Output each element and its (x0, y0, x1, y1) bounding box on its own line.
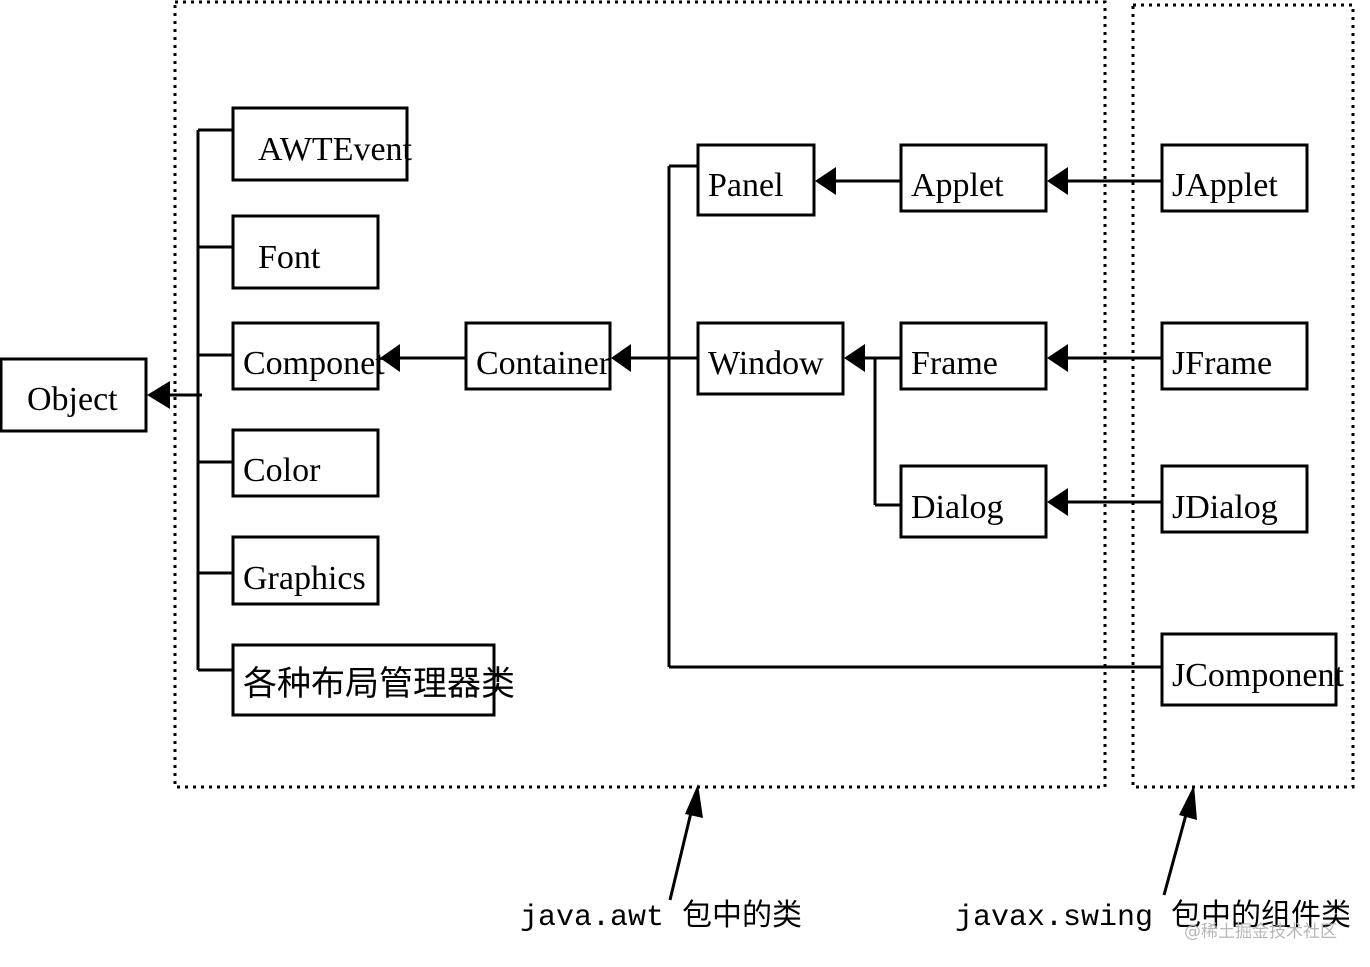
arrow-head-to-panel (815, 167, 836, 195)
node-color-label: Color (243, 452, 321, 489)
node-componet: Componet (231, 321, 385, 391)
swing-package-region (1131, 3, 1355, 789)
node-awtevent-label: AWTEvent (258, 131, 413, 168)
node-graphics-label: Graphics (243, 560, 366, 597)
arrow-head-to-frame (1047, 344, 1068, 372)
node-layout-managers: 各种布局管理器类 (231, 643, 515, 717)
node-awtevent: AWTEvent (231, 106, 413, 182)
node-jframe: JFrame (1160, 321, 1309, 391)
node-frame: Frame (899, 321, 1048, 391)
arrow-head-to-container (611, 344, 631, 372)
node-japplet-label: JApplet (1172, 167, 1278, 204)
node-graphics: Graphics (231, 535, 380, 606)
node-panel: Panel (696, 143, 816, 217)
node-container: Container (464, 321, 612, 391)
node-object-label: Object (27, 381, 118, 418)
node-window-label: Window (708, 345, 824, 382)
node-container-label: Container (476, 345, 611, 382)
node-componet-label: Componet (243, 345, 385, 382)
awt-package-region (173, 0, 1107, 789)
arrow-heads (147, 167, 1197, 820)
node-applet-label: Applet (911, 167, 1004, 204)
arrow-head-to-object (147, 381, 170, 409)
swing-package-caption: javax.swing 包中的组件类 (955, 899, 1351, 935)
node-font: Font (231, 214, 380, 290)
node-jcomponent-label: JComponent (1172, 657, 1344, 694)
node-frame-label: Frame (911, 345, 998, 382)
node-panel-label: Panel (708, 167, 784, 204)
node-jcomponent: JComponent (1160, 632, 1344, 707)
node-layout-managers-label: 各种布局管理器类 (243, 665, 515, 703)
node-object: Object (0, 357, 148, 433)
node-applet: Applet (899, 143, 1048, 213)
arrow-head-awt-caption (685, 784, 703, 818)
arrow-head-to-dialog (1047, 488, 1068, 516)
arrow-head-swing-caption (1179, 785, 1197, 820)
node-jdialog: JDialog (1160, 464, 1309, 534)
arrow-head-to-window (844, 344, 865, 372)
arrow-head-to-componet (380, 344, 400, 372)
node-color: Color (231, 428, 380, 498)
node-japplet: JApplet (1160, 143, 1309, 213)
connectors (170, 128, 1192, 901)
node-font-label: Font (258, 239, 321, 276)
node-dialog: Dialog (899, 464, 1048, 539)
watermark: @稀土掘金技术社区 (1184, 922, 1337, 942)
node-window: Window (696, 321, 845, 396)
node-dialog-label: Dialog (911, 489, 1004, 526)
node-jdialog-label: JDialog (1172, 489, 1278, 526)
node-jframe-label: JFrame (1172, 345, 1272, 382)
arrow-head-to-applet (1047, 167, 1068, 195)
awt-package-caption: java.awt 包中的类 (520, 899, 802, 935)
